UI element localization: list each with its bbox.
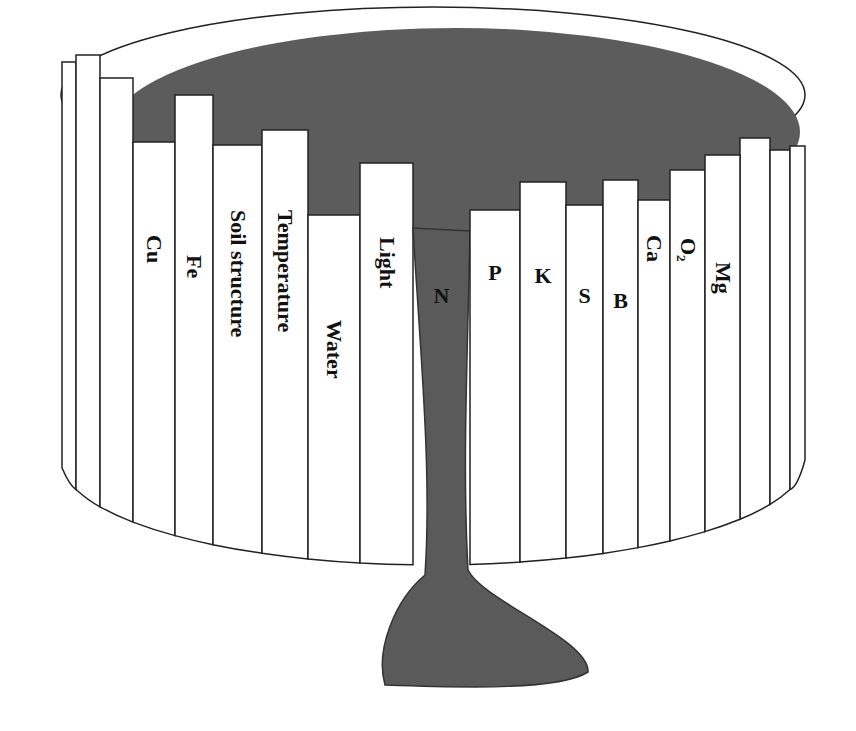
stave-shape [566, 205, 603, 558]
stave-label: Light [376, 237, 398, 288]
stave-label: S [578, 285, 590, 307]
stave [770, 150, 790, 504]
stave-outline [213, 145, 262, 553]
stave-outline [470, 210, 520, 564]
stave-outline [566, 205, 603, 558]
stave-label: N [434, 285, 450, 307]
stave-label: Water [323, 320, 345, 379]
barrel-stave: Fe [175, 95, 213, 545]
stave-shape [360, 163, 413, 565]
stave-outline [175, 95, 213, 545]
stave-outline [520, 182, 566, 562]
stave-shape [213, 145, 262, 553]
stave [740, 138, 770, 519]
stave-shape [520, 182, 566, 562]
stave-label: P [488, 262, 501, 284]
stave-shape [670, 170, 705, 541]
stave-label: O₂ [677, 238, 699, 262]
barrel-stave: S [566, 205, 603, 558]
stave-label: Ca [643, 235, 665, 262]
barrel-stave: K [520, 182, 566, 562]
stave-label: B [613, 290, 628, 312]
barrel-stave: Water [308, 215, 360, 563]
stave [790, 146, 805, 490]
stave-shape [175, 95, 213, 545]
stave [100, 78, 133, 522]
stave-outline [705, 155, 740, 532]
stave-label: K [534, 265, 551, 287]
barrel-stave: O₂ [670, 170, 705, 541]
stave-outline [638, 200, 670, 548]
stave-outline [603, 180, 638, 553]
barrel-stave: Ca [638, 200, 670, 548]
barrel-stave: Mg [705, 155, 740, 532]
barrel-stave: Light [360, 163, 413, 565]
stave-label: Fe [183, 255, 205, 278]
stave-shape [308, 215, 360, 563]
stave-label: Cu [143, 235, 165, 263]
stave-shape [262, 130, 308, 559]
stave-outline [670, 170, 705, 541]
barrel-stave: Cu [133, 142, 175, 536]
stave-shape [133, 142, 175, 536]
stave-outline [133, 142, 175, 536]
stave-label: Soil structure [227, 210, 249, 337]
stave-label: Mg [712, 262, 734, 294]
stave-outline [262, 130, 308, 559]
barrel-stave: Temperature [262, 130, 308, 559]
barrel-stave: Soil structure [213, 145, 262, 553]
barrel-stave: P [470, 210, 520, 564]
stave [76, 55, 100, 507]
stave-shape [603, 180, 638, 553]
stave-shape [705, 155, 740, 532]
stave-outline [308, 215, 360, 563]
stave-outline [360, 163, 413, 565]
stave-label: Temperature [274, 210, 296, 332]
barrel-stave: B [603, 180, 638, 553]
stave [62, 62, 76, 490]
